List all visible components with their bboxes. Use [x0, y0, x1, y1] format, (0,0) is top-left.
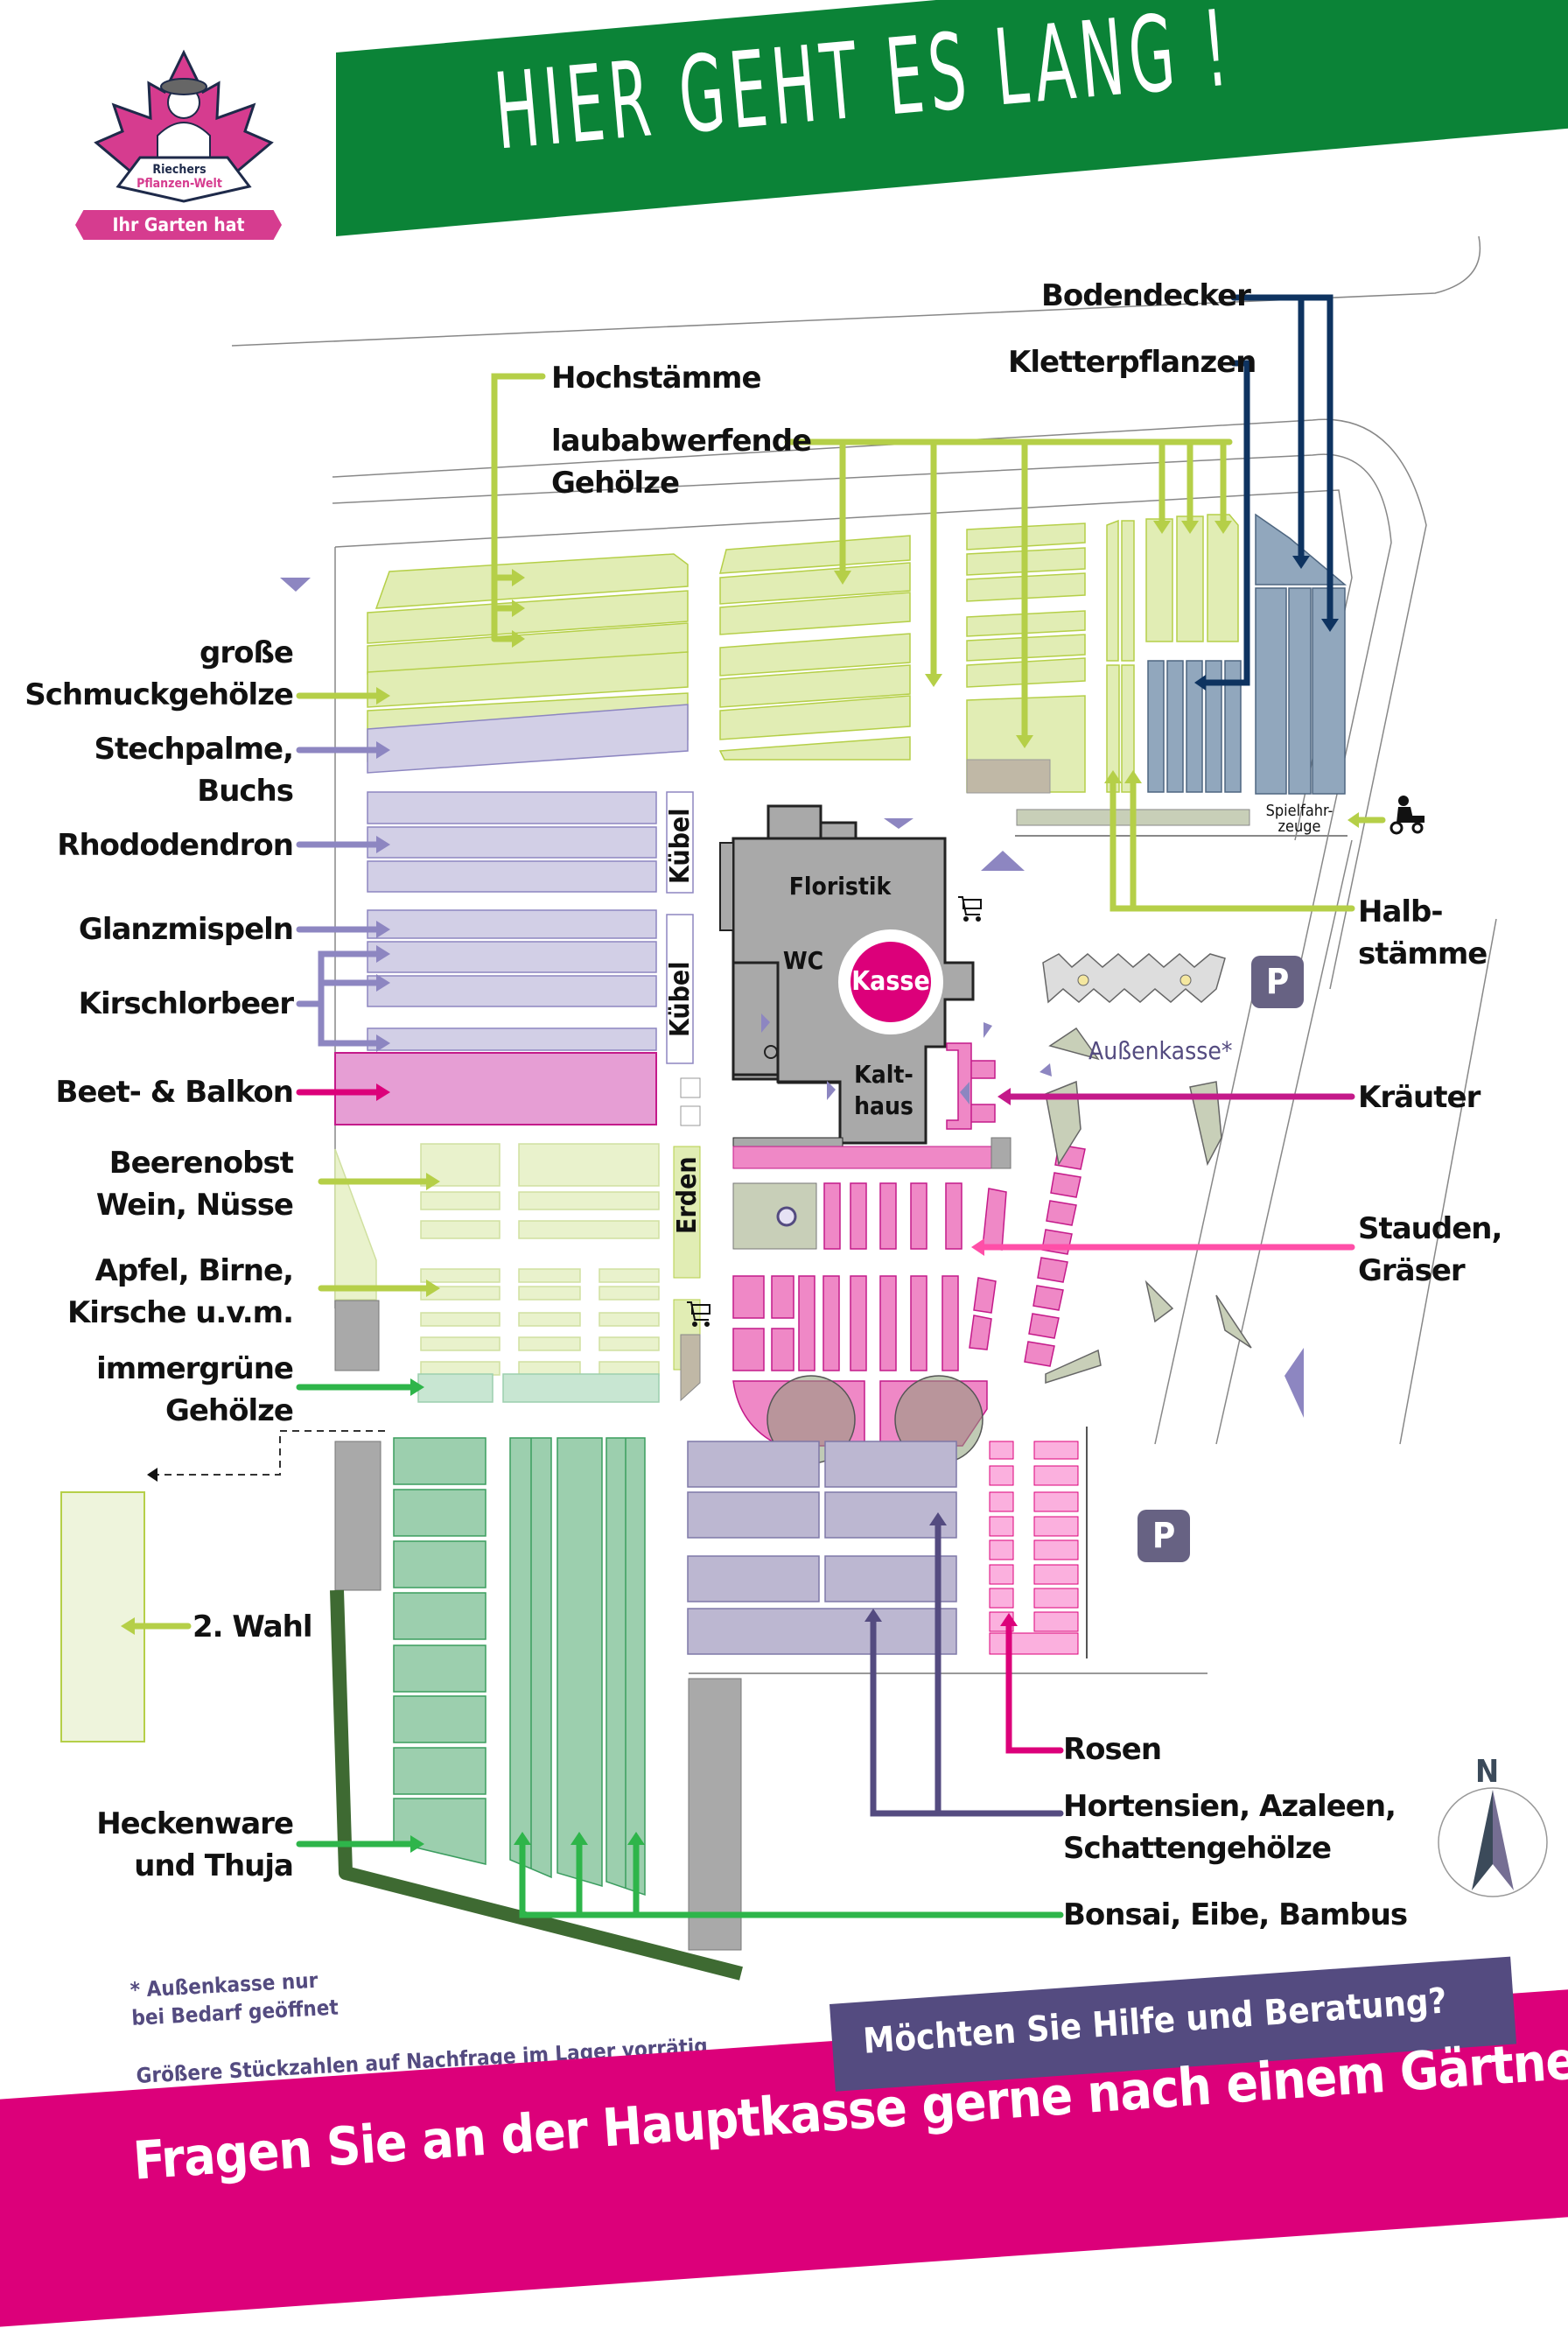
compass-icon: [1438, 1787, 1548, 1897]
zone-kuebel-1: [666, 791, 694, 894]
bench-strip: [1135, 809, 1250, 826]
zone-immergruene: [417, 1373, 660, 1403]
zone-glanzmispeln-kirschlorbeer: [367, 909, 657, 1051]
zone-hortensien: [687, 1441, 957, 1655]
zone-hochstaemme: [367, 553, 689, 708]
label-glanzmispeln: Glanzmispeln: [78, 912, 294, 947]
parking-sign-2: P: [1138, 1510, 1190, 1562]
label-laubabwerfende: laubabwerfende Gehölze: [551, 424, 812, 501]
kuebel-label-1: Kübel: [665, 808, 696, 884]
zone-halbstaemme: [1106, 514, 1239, 793]
label-bodendecker: Bodendecker: [1041, 278, 1251, 313]
parking-island-sawtooth: [1042, 953, 1226, 1004]
spielfahrzeuge-label: Spielfahr- zeuge: [1265, 802, 1334, 836]
zone-kuebel-2: [666, 914, 694, 1064]
zone-stechpalme: [367, 704, 689, 774]
label-beerenobst: Beerenobst Wein, Nüsse: [95, 1146, 294, 1223]
zone-heckenware: [393, 1437, 486, 1865]
label-apfel-birne: Apfel, Birne, Kirsche u.v.m.: [66, 1253, 294, 1330]
label-beet-balkon: Beet- & Balkon: [55, 1075, 295, 1110]
zone-rosen: [989, 1441, 1079, 1655]
zone-obst: [334, 1143, 660, 1376]
label-hochstaemme: Hochstämme: [551, 361, 762, 396]
storage-block: [966, 759, 1051, 794]
wc-label: WC: [782, 946, 824, 975]
zone-kraeuter: [946, 1042, 996, 1130]
erden-label: Erden: [672, 1156, 703, 1234]
kasse-label: Kasse: [850, 942, 931, 1022]
floristik-label: Floristik: [788, 872, 892, 901]
entrance-markers: [280, 578, 1304, 1418]
zone-zweite-wahl: [60, 1491, 145, 1742]
zone-laubabwerfende: [718, 535, 911, 761]
label-stauden: Stauden, Gräser: [1358, 1211, 1502, 1288]
label-kirschlorbeer: Kirschlorbeer: [78, 986, 294, 1021]
compass-north-label: N: [1475, 1754, 1500, 1790]
label-grosse-schmuckgehoelze: große Schmuckgehölze: [24, 635, 294, 712]
label-immergruene: immergrüne Gehölze: [96, 1351, 294, 1428]
zone-rhododendron: [367, 791, 657, 893]
label-rosen: Rosen: [1063, 1732, 1162, 1767]
connectors: [128, 294, 1386, 1918]
label-bonsai: Bonsai, Eibe, Bambus: [1063, 1897, 1408, 1932]
kalthaus-label: Kalt- haus: [854, 1060, 914, 1120]
hedge: [330, 1589, 743, 1981]
label-heckenware: Heckenware und Thuja: [96, 1806, 294, 1883]
shopping-cart-icon: [687, 1301, 710, 1327]
label-stechpalme-buchs: Stechpalme, Buchs: [94, 732, 295, 809]
label-halbstaemme: Halb- stämme: [1358, 894, 1488, 971]
toy-vehicle-icon: [1390, 796, 1424, 835]
arrowheads: [121, 521, 1359, 1853]
shopping-cart-icon: [958, 896, 982, 922]
zone-beet-balkon: [334, 1052, 657, 1125]
label-hortensien: Hortensien, Azaleen, Schattengehölze: [1063, 1789, 1396, 1866]
label-rhododendron: Rhododendron: [57, 828, 294, 863]
parking-sign-1: P: [1251, 956, 1304, 1008]
zone-erden: [673, 1146, 701, 1279]
parking-islands: [1045, 1027, 1252, 1385]
label-kletterpflanzen: Kletterpflanzen: [1008, 345, 1256, 380]
zone-bonsai: [509, 1437, 646, 1897]
kuebel-label-2: Kübel: [665, 961, 696, 1037]
zone-stauden-diagonal: [1024, 1144, 1086, 1367]
label-kraeuter: Kräuter: [1358, 1080, 1480, 1115]
fountain-area: [732, 1182, 817, 1250]
zone-kletterpflanzen: [1147, 660, 1242, 793]
aussenkasse-label: Außenkasse*: [1088, 1036, 1233, 1065]
logo-tagline: Ihr Garten hat Freunde: [75, 210, 282, 240]
logo-brand-line1: Riechers: [152, 163, 206, 177]
logo-maple-leaf-icon: [94, 49, 274, 203]
logo-brand-line2: Pflanzen-Welt: [136, 177, 222, 191]
aussenkasse-note: * Außenkasse nur bei Bedarf geöffnet: [130, 1967, 340, 2030]
label-zweite-wahl: 2. Wahl: [192, 1609, 313, 1644]
